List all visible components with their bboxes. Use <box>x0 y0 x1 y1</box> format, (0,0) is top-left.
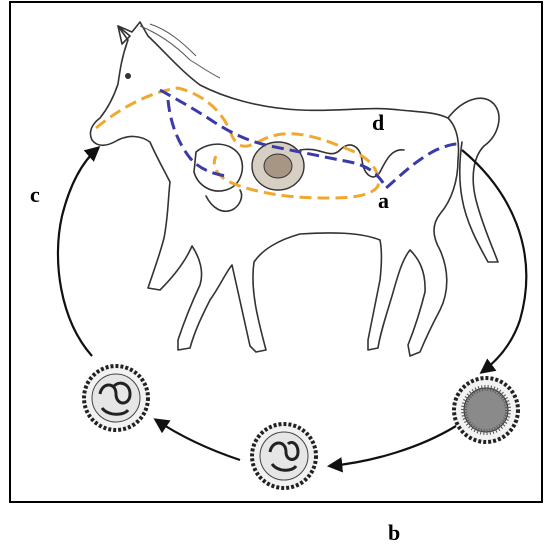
infective-egg-icon <box>84 366 148 430</box>
cycle-arrow-egg-to-larvated <box>330 426 456 466</box>
cycle-arrow-ingestion <box>58 148 98 356</box>
larvated-egg-icon <box>252 424 316 488</box>
egg-stage-icon <box>454 378 518 442</box>
cycle-arrow-larvated-to-infective <box>156 420 240 460</box>
label-d: d <box>372 110 384 135</box>
label-c: c <box>30 182 40 207</box>
horse-illustration <box>90 22 499 356</box>
cycle-arrow-exit <box>462 150 526 372</box>
label-a: a <box>378 188 389 213</box>
migration-route-blue <box>160 90 458 188</box>
label-b: b <box>388 520 400 545</box>
